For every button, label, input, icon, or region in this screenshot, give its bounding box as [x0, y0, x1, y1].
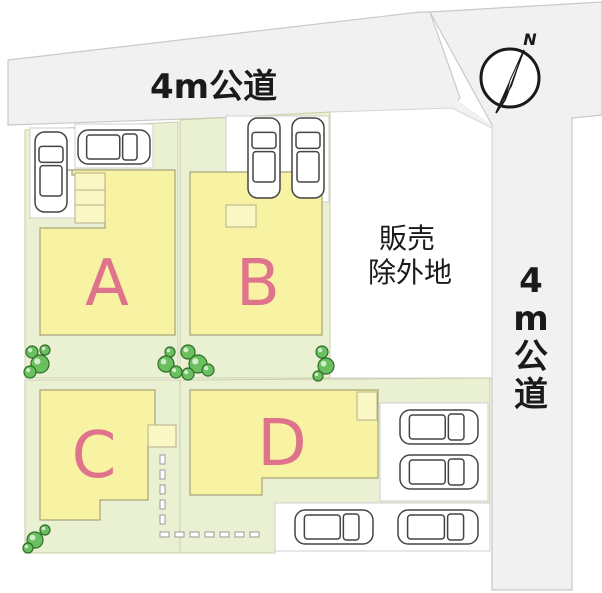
right-road-label-3: 公 [514, 337, 548, 377]
north-label: N [523, 30, 537, 49]
tree-6 [169, 365, 183, 379]
tree-3 [39, 344, 51, 356]
tree-16 [22, 542, 34, 554]
car-lot-b-1 [247, 117, 281, 199]
excluded-area-line1: 販売 [379, 222, 435, 255]
lot-c-house [39, 389, 156, 521]
right-road-label-4: 道 [514, 375, 548, 415]
right-road-label-2: m [513, 299, 548, 339]
car-lot-d-1 [399, 409, 479, 445]
tree-5 [157, 355, 175, 373]
lot-b-entry [225, 204, 257, 228]
lot-d-label: D [257, 407, 306, 481]
top-road-label: 4m公道 [150, 67, 277, 107]
parked-cars [34, 117, 479, 545]
tree-13 [312, 370, 324, 382]
excluded-area-line2: 除外地 [368, 256, 452, 289]
trees [22, 344, 335, 554]
tree-0 [25, 345, 39, 359]
lot-c-label: C [72, 419, 117, 493]
tree-10 [201, 363, 215, 377]
car-lot-d-3 [294, 509, 374, 545]
lot-a-house [39, 169, 176, 336]
car-lot-b-2 [291, 117, 325, 199]
tree-12 [317, 357, 335, 375]
tree-2 [23, 365, 37, 379]
tree-9 [181, 367, 195, 381]
car-lot-d-4 [397, 509, 479, 545]
car-lot-a-1 [34, 131, 68, 213]
tree-15 [39, 524, 51, 536]
lot-a-entry [74, 172, 106, 224]
lot-d-house [189, 389, 379, 496]
lot-b-label: B [236, 247, 280, 321]
car-lot-a-2 [77, 129, 151, 165]
car-lot-d-2 [399, 454, 479, 490]
lot-c-entry [147, 424, 177, 448]
top-road [7, 11, 461, 126]
tree-7 [180, 344, 196, 360]
path-stones [159, 454, 260, 538]
north-arrow-icon [479, 47, 541, 114]
lot-d-entry [356, 391, 378, 421]
right-road-label-1: 4 [519, 261, 543, 301]
lot-a-label: A [85, 247, 129, 321]
tree-11 [315, 345, 329, 359]
